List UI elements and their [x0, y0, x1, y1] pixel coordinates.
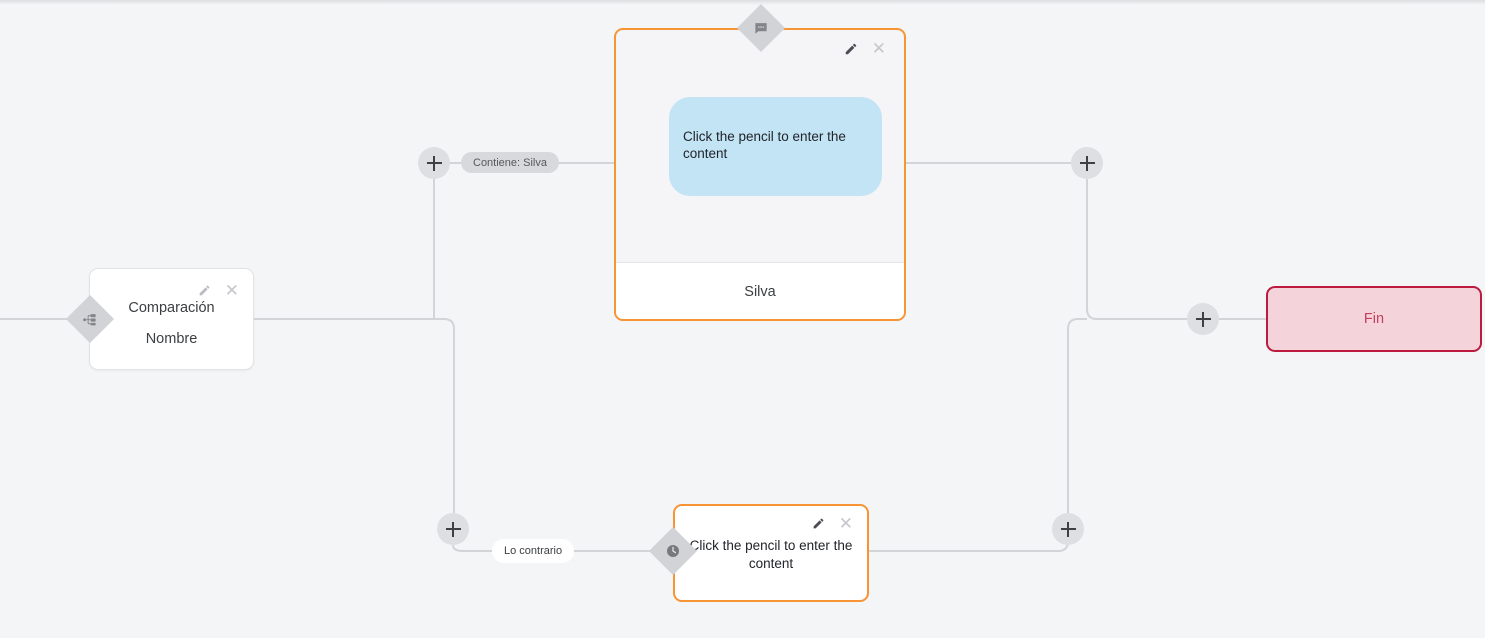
add-after-message-button[interactable]: [1071, 147, 1103, 179]
wire-delay-to-plus: [869, 540, 1069, 552]
branch-port-diamond[interactable]: [65, 294, 115, 344]
edge-label-lo-contrario: Lo contrario: [492, 539, 575, 563]
pencil-icon[interactable]: [812, 517, 825, 530]
add-after-delay-button[interactable]: [1052, 513, 1084, 545]
delay-card-tools[interactable]: ✕: [812, 515, 853, 532]
close-icon[interactable]: ✕: [838, 514, 853, 533]
message-card-footer: Silva: [616, 262, 904, 319]
delay-card-text: Click the pencil to enter the content: [689, 538, 853, 572]
add-before-end-button[interactable]: [1187, 303, 1219, 335]
delay-card[interactable]: ✕ Click the pencil to enter the content: [673, 504, 869, 602]
pencil-icon[interactable]: [198, 284, 211, 297]
close-icon[interactable]: ✕: [871, 39, 886, 58]
wire-plus-down-to-end-row: [1086, 179, 1187, 320]
message-card-tools[interactable]: ✕: [844, 40, 886, 57]
end-node[interactable]: Fin: [1266, 286, 1482, 352]
branch-icon: [83, 312, 98, 327]
comparison-node-title: Comparación: [128, 300, 215, 317]
edge-label-contiene: Contiene: Silva: [461, 152, 559, 173]
message-bubble[interactable]: Click the pencil to enter the content: [669, 96, 882, 196]
chat-bubble-icon: [754, 21, 769, 36]
window-top-strip: [0, 0, 1485, 5]
wire-split-to-false-plus: [443, 318, 455, 513]
close-icon[interactable]: ✕: [224, 281, 239, 300]
clock-icon: [665, 543, 681, 559]
comparison-node[interactable]: ✕ Comparación Nombre: [89, 268, 254, 370]
comparison-node-body: Comparación Nombre: [90, 269, 253, 369]
wire-delay-plus-up: [1067, 318, 1087, 513]
comparison-node-subtitle: Nombre: [145, 330, 198, 347]
end-node-label: Fin: [1363, 311, 1385, 327]
pencil-icon[interactable]: [844, 42, 858, 56]
message-card[interactable]: ✕ Click the pencil to enter the content …: [614, 28, 906, 321]
message-bubble-text: Click the pencil to enter the content: [683, 129, 846, 161]
comparison-node-tools[interactable]: ✕: [198, 282, 239, 299]
message-card-body: Click the pencil to enter the content: [616, 30, 904, 262]
add-branch-false-button[interactable]: [437, 513, 469, 545]
add-branch-true-button[interactable]: [418, 147, 450, 179]
chat-port-diamond[interactable]: [736, 3, 786, 53]
